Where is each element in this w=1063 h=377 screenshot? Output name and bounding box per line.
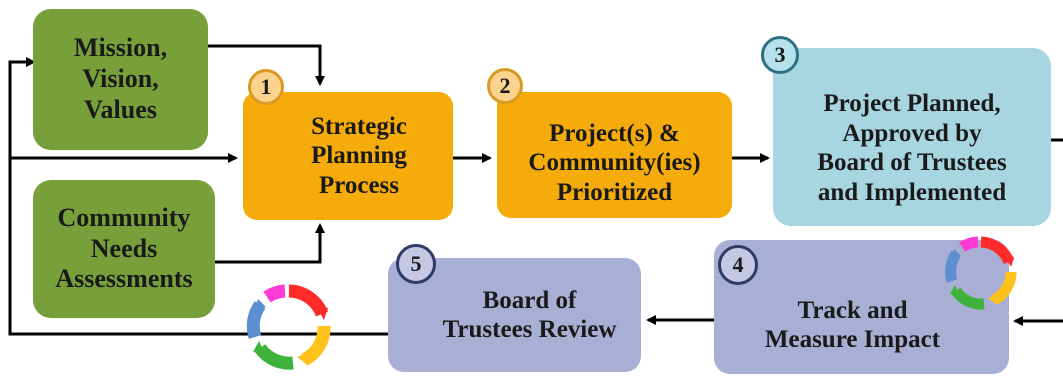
arrow-review-feedback-loop	[8, 57, 388, 336]
step-3-badge: 3	[761, 36, 799, 74]
implemented-label: Project Planned, Approved by Board of Tr…	[817, 90, 1007, 206]
cycle-arrows-icon	[945, 236, 1017, 310]
board-review-label: Board of Trustees Review	[442, 286, 617, 344]
track-measure-label: Track and Measure Impact	[764, 296, 941, 354]
mission-vision-values-box: Mission, Vision, Values	[33, 9, 208, 150]
community-needs-label: Community Needs Assessments	[55, 202, 193, 294]
step-2-badge: 2	[487, 68, 523, 104]
arrow-needs-to-strategic	[215, 223, 325, 264]
prioritized-label: Project(s) & Community(ies) Prioritized	[528, 119, 701, 206]
cycle-arrows-icon	[246, 284, 331, 370]
prioritized-box: Project(s) & Community(ies) Prioritized	[497, 92, 732, 218]
strategic-planning-box: Strategic Planning Process	[243, 92, 453, 220]
step-4-badge: 4	[718, 245, 758, 285]
step-1-badge: 1	[248, 69, 284, 105]
mission-vision-values-label: Mission, Vision, Values	[73, 33, 168, 124]
arrow-mission-to-strategic	[208, 44, 325, 86]
strategic-planning-label: Strategic Planning Process	[311, 112, 407, 199]
step-5-badge: 5	[396, 244, 436, 284]
track-measure-box: Track and Measure Impact	[714, 240, 1009, 374]
implemented-box: Project Planned, Approved by Board of Tr…	[773, 48, 1051, 226]
community-needs-box: Community Needs Assessments	[33, 180, 215, 318]
